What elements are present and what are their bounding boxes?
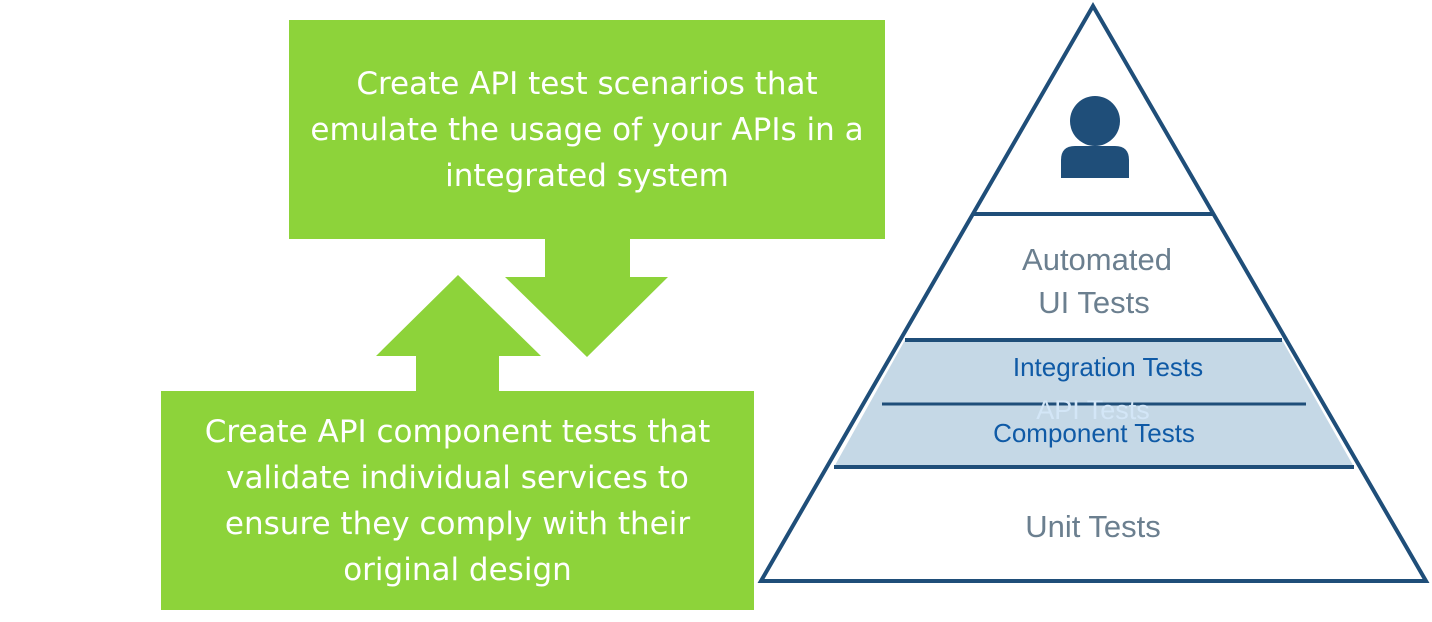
- integration-tests-label: Integration Tests: [1013, 352, 1203, 382]
- automated-ui-label-line2: UI Tests: [1038, 285, 1149, 320]
- component-tests-box: Create API component tests that validate…: [161, 391, 754, 610]
- pyramid-outline: [757, 2, 1430, 583]
- automated-ui-label-line1: Automated: [1022, 242, 1172, 277]
- component-tests-label: Component Tests: [993, 418, 1195, 448]
- user-icon: [1061, 96, 1129, 178]
- integrated-scenarios-box: Create API test scenarios that emulate t…: [289, 20, 885, 239]
- arrow-up: [376, 275, 541, 392]
- unit-tests-label: Unit Tests: [1025, 509, 1161, 544]
- component-tests-text: Create API component tests that validate…: [204, 413, 711, 588]
- api-tests-watermark: API Tests: [1036, 395, 1150, 425]
- integrated-scenarios-text: Create API test scenarios that emulate t…: [310, 65, 864, 194]
- arrow-down: [505, 239, 668, 357]
